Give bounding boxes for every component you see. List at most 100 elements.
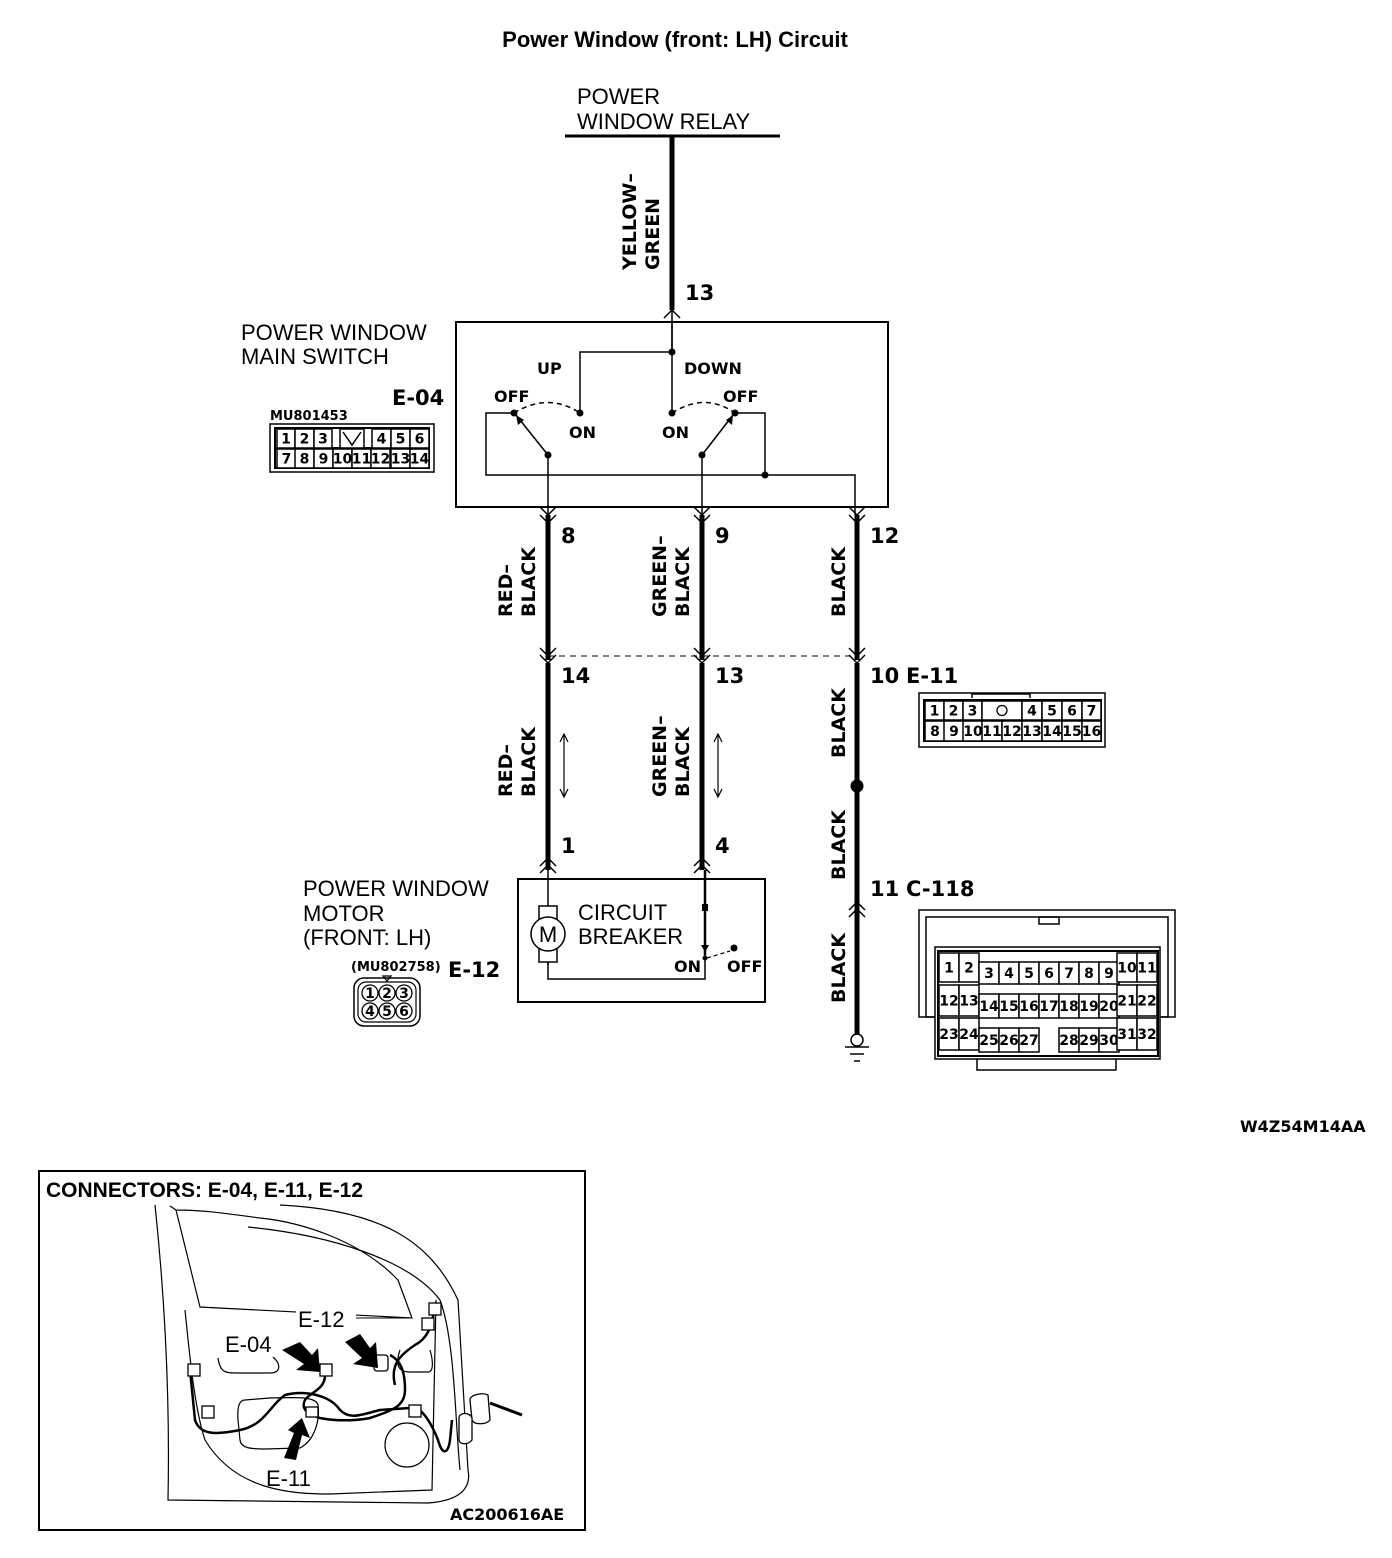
pin-label: 9 (319, 452, 329, 468)
switch-label-up: UP (537, 359, 562, 378)
pin-label: 28 (1059, 1033, 1078, 1049)
connector-pin (395, 1002, 413, 1020)
pin-number: 9 (715, 524, 730, 548)
pin-label: 5 (382, 1004, 392, 1020)
splice-point (850, 779, 864, 793)
pin-label: 9 (1104, 966, 1114, 982)
connector-terminal-icon (848, 900, 866, 918)
wire-color: BLACK (828, 809, 850, 880)
motor-label-line1: POWER WINDOW (303, 876, 489, 901)
pin-label: 2 (949, 704, 959, 720)
wire-color: BLACK (828, 932, 850, 1003)
wire-color-line1: GREEN– (649, 535, 671, 617)
pin-label: 15 (1062, 724, 1081, 740)
connector-location-panel: CONNECTORS: E-04, E-11, E-12 (38, 1170, 586, 1531)
main-switch-label-line2: MAIN SWITCH (241, 344, 389, 369)
connector-pin-cell: 13 (390, 448, 411, 469)
switch-label-off-left: OFF (494, 387, 529, 406)
wire-yellow-green: YELLOW– GREEN 13 (619, 136, 714, 352)
connector-pin-cell: 9 (1098, 961, 1120, 985)
pin-label: 14 (979, 999, 999, 1015)
pin-label: 13 (391, 452, 410, 468)
pin-label: 18 (1059, 999, 1078, 1015)
wire-green-black-upper: GREEN– BLACK 9 13 (649, 506, 744, 688)
pin-label: 10 (1117, 961, 1137, 977)
pin-label: 4 (365, 1004, 375, 1020)
connector-pin-cell: 7 (276, 448, 297, 469)
connector-pin-cell: 8 (294, 448, 315, 469)
pin-label: 9 (949, 724, 959, 740)
pin-number: 1 (561, 834, 576, 858)
switch-label-on-left: ON (569, 423, 596, 442)
connector-pin (378, 984, 396, 1002)
breaker-off-label: OFF (727, 957, 762, 976)
pin-label: 3 (968, 704, 978, 720)
connector-pin-cell: 24 (958, 1017, 980, 1051)
pin-label: 3 (399, 986, 409, 1002)
wire-red-black-lower: RED– BLACK 1 (495, 663, 576, 965)
connector-pin-cell: 8 (924, 720, 946, 742)
pin-label: 22 (1137, 994, 1156, 1010)
connector-pin-cell: 29 (1078, 1027, 1100, 1053)
relay-label-line1: POWER (577, 84, 660, 109)
connector-pin-cell: 12 (370, 448, 391, 469)
wire-color-line1: RED– (495, 564, 517, 617)
label-bg (296, 1305, 356, 1329)
connector-pin-cell: 16 (1018, 993, 1040, 1019)
pin-label: 16 (1019, 999, 1038, 1015)
motor-internal-wire (547, 955, 706, 980)
door-illustration (154, 1204, 470, 1504)
relay-label-line2: WINDOW RELAY (577, 109, 750, 134)
wire-red-black-upper: RED– BLACK 8 14 (495, 506, 590, 688)
pin-label: 26 (999, 1033, 1018, 1049)
motor-icon: M (530, 905, 566, 963)
connector-blocks (187, 1302, 491, 1445)
power-window-motor: POWER WINDOW MOTOR (FRONT: LH) E-12 (MU8… (303, 876, 766, 1027)
connector-pin-cell: 1 (924, 700, 945, 721)
double-arrow-icon (713, 732, 723, 799)
part-number: (MU802758) (351, 960, 441, 975)
connector-pin-cell: 15 (1061, 720, 1083, 742)
pin-label: 32 (1137, 1027, 1156, 1043)
wire-color-line2: BLACK (672, 726, 694, 797)
location-title: CONNECTORS: E-04, E-11, E-12 (46, 1179, 363, 1202)
callout-arrows (282, 1334, 378, 1460)
pin-label: 20 (1099, 999, 1119, 1015)
pin-label: 7 (1064, 966, 1074, 982)
arrow-e12-icon (345, 1334, 378, 1368)
motor-label-line3: (FRONT: LH) (303, 925, 431, 950)
connector-pin-cell: 9 (943, 720, 965, 742)
wire-black-upper: BLACK 12 10 (828, 506, 899, 688)
pin-label: 2 (964, 961, 974, 977)
ground-icon (845, 1033, 869, 1062)
pin-label: 24 (959, 1027, 979, 1043)
pin-label: 30 (1099, 1033, 1119, 1049)
key-mark-icon (996, 704, 1008, 717)
pin-label: 14 (410, 452, 430, 468)
connector-pin-cell: 1 (938, 952, 960, 983)
connector-pin-cell: 22 (1136, 984, 1158, 1017)
switch-label-on-right: ON (662, 423, 689, 442)
connector-pin-cell: 28 (1058, 1027, 1080, 1053)
key-mark-icon (342, 431, 362, 447)
diagram-title: Power Window (front: LH) Circuit (502, 27, 848, 52)
connector-pin-cell: 27 (1018, 1027, 1040, 1053)
wire-color: BLACK (828, 546, 850, 617)
breaker-on-label: ON (674, 957, 701, 976)
pin-label: 19 (1079, 999, 1098, 1015)
pin-label: 11 (352, 452, 371, 468)
connector-pin (361, 1002, 379, 1020)
pin-label: 23 (939, 1027, 958, 1043)
pin-label: 25 (979, 1033, 998, 1049)
connector-pin-cell: 16 (1081, 720, 1102, 742)
switch-label-down: DOWN (684, 359, 742, 378)
connector-pin-cell: 6 (1061, 700, 1083, 721)
connector-pin-cell: 9 (313, 448, 334, 469)
connector-pin-cell: 11 (981, 720, 1003, 742)
pin-number: 13 (715, 664, 744, 688)
